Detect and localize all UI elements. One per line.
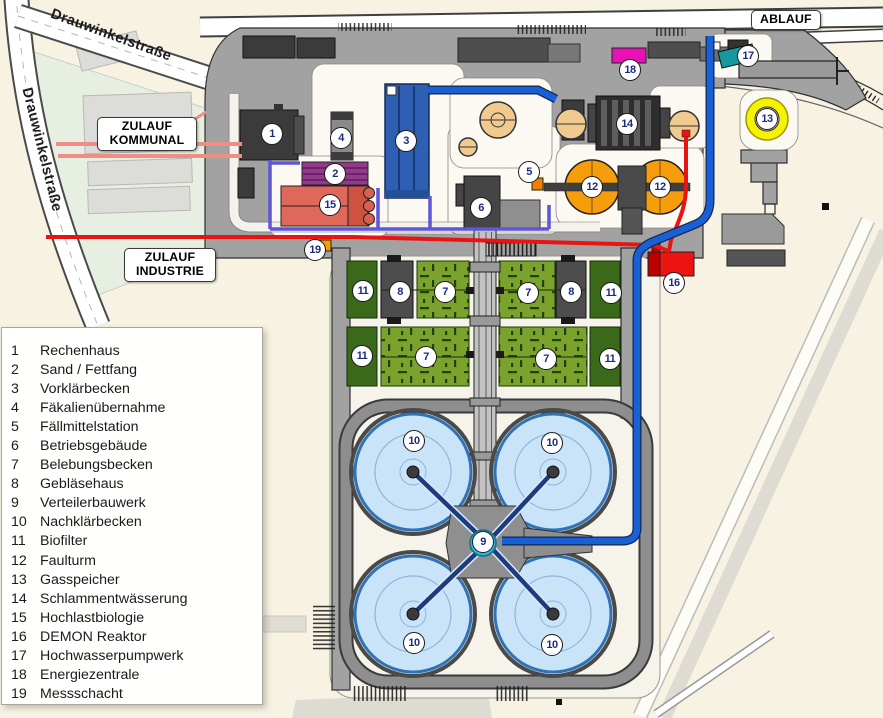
pipes-inflow-industry bbox=[46, 136, 688, 253]
legend-item-16: 16 DEMON Reaktor bbox=[11, 627, 262, 646]
legend-number: 7 bbox=[11, 457, 19, 474]
legend-item-10: 10 Nachklärbecken bbox=[11, 513, 262, 532]
weir-bar bbox=[738, 60, 838, 79]
legend-label: Vorklärbecken bbox=[40, 380, 130, 397]
legend-number: 1 bbox=[11, 342, 19, 359]
legend-item-8: 8 Gebläsehaus bbox=[11, 475, 262, 494]
legend-number: 5 bbox=[11, 418, 19, 435]
legend-list: 1 Rechenhaus 2 Sand / Fettfang 3 Vorklärbecke… bbox=[11, 341, 262, 704]
legend-number: 18 bbox=[11, 667, 27, 684]
building-faekalienuebernahme bbox=[330, 111, 354, 161]
path-bottom-right bbox=[653, 630, 775, 718]
clarifiers bbox=[349, 408, 617, 678]
small-gray-pad bbox=[255, 615, 307, 633]
legend-label: Schlammentwässerung bbox=[40, 590, 188, 607]
legend-item-1: 1 Rechenhaus bbox=[11, 341, 262, 360]
pipes-purple bbox=[268, 160, 551, 231]
legend-item-11: 11 Biofilter bbox=[11, 532, 262, 551]
legend-label: Faulturm bbox=[40, 552, 96, 569]
faellmittel-box bbox=[531, 177, 544, 191]
legend-label: Verteilerbauwerk bbox=[40, 495, 146, 512]
building-energiezentrale bbox=[611, 47, 647, 64]
legend-number: 6 bbox=[11, 438, 19, 455]
legend-label: Fäkalienübernahme bbox=[40, 399, 166, 416]
legend-item-9: 9 Verteilerbauwerk bbox=[11, 494, 262, 513]
legend-label: Biofilter bbox=[40, 533, 88, 550]
legend-item-6: 6 Betriebsgebäude bbox=[11, 436, 262, 455]
legend-box: 1 Rechenhaus 2 Sand / Fettfang 3 Vorklärbecke… bbox=[1, 327, 263, 705]
legend-item-18: 18 Energiezentrale bbox=[11, 666, 262, 685]
legend-number: 14 bbox=[11, 590, 27, 607]
legend-label: Gebläsehaus bbox=[40, 476, 124, 493]
legend-item-5: 5 Fällmittelstation bbox=[11, 417, 262, 436]
legend-number: 2 bbox=[11, 361, 19, 378]
building-sand-fettfang bbox=[301, 161, 369, 186]
legend-item-2: 2 Sand / Fettfang bbox=[11, 360, 262, 379]
legend-number: 15 bbox=[11, 609, 27, 626]
legend-label: Betriebsgebäude bbox=[40, 438, 148, 455]
legend-number: 13 bbox=[11, 571, 27, 588]
messschacht-box bbox=[317, 239, 332, 252]
legend-number: 16 bbox=[11, 628, 27, 645]
legend-label: Hochwasserpumpwerk bbox=[40, 648, 184, 665]
building-rechenhaus bbox=[239, 104, 305, 161]
legend-label: Belebungsbecken bbox=[40, 457, 153, 474]
legend-label: Gasspeicher bbox=[40, 571, 120, 588]
legend-number: 3 bbox=[11, 380, 19, 397]
legend-item-12: 12 Faulturm bbox=[11, 551, 262, 570]
building-vorklaerbecken bbox=[384, 83, 430, 199]
legend-label: Nachklärbecken bbox=[40, 514, 142, 531]
tank-center-drives bbox=[406, 465, 560, 621]
legend-number: 8 bbox=[11, 476, 19, 493]
legend-item-3: 3 Vorklärbecken bbox=[11, 379, 262, 398]
buildings bbox=[237, 35, 849, 277]
legend-item-14: 14 Schlammentwässerung bbox=[11, 589, 262, 608]
legend-label: Rechenhaus bbox=[40, 342, 120, 359]
legend-number: 9 bbox=[11, 495, 19, 512]
digester-pre-tanks bbox=[458, 101, 700, 157]
legend-number: 4 bbox=[11, 399, 19, 416]
legend-number: 12 bbox=[11, 552, 27, 569]
legend-number: 10 bbox=[11, 514, 27, 531]
street-left bbox=[3, 0, 111, 331]
building-hochlastbiologie bbox=[280, 185, 375, 227]
legend-label: DEMON Reaktor bbox=[40, 628, 147, 645]
street-diagonal bbox=[14, 4, 219, 92]
tick-combs bbox=[313, 23, 686, 701]
sludge-pipes-x bbox=[410, 469, 556, 617]
legend-number: 11 bbox=[11, 533, 26, 550]
pipes-effluent-blue bbox=[428, 36, 715, 546]
legend-item-17: 17 Hochwasserpumpwerk bbox=[11, 647, 262, 666]
legend-label: Sand / Fettfang bbox=[40, 361, 138, 378]
legend-number: 17 bbox=[11, 648, 27, 665]
gasspeicher bbox=[745, 97, 789, 141]
legend-item-19: 19 Messschacht bbox=[11, 685, 262, 704]
road-diagonal-southeast bbox=[633, 216, 883, 718]
legend-label: Messschacht bbox=[40, 686, 123, 703]
legend-number: 19 bbox=[11, 686, 27, 703]
legend-item-7: 7 Belebungsbecken bbox=[11, 456, 262, 475]
legend-item-4: 4 Fäkalienübernahme bbox=[11, 398, 262, 417]
hub-teal-basin bbox=[469, 529, 497, 557]
legend-label: Energiezentrale bbox=[40, 667, 140, 684]
legend-item-15: 15 Hochlastbiologie bbox=[11, 608, 262, 627]
legend-label: Fällmittelstation bbox=[40, 418, 139, 435]
legend-label: Hochlastbiologie bbox=[40, 609, 145, 626]
legend-item-13: 13 Gasspeicher bbox=[11, 570, 262, 589]
